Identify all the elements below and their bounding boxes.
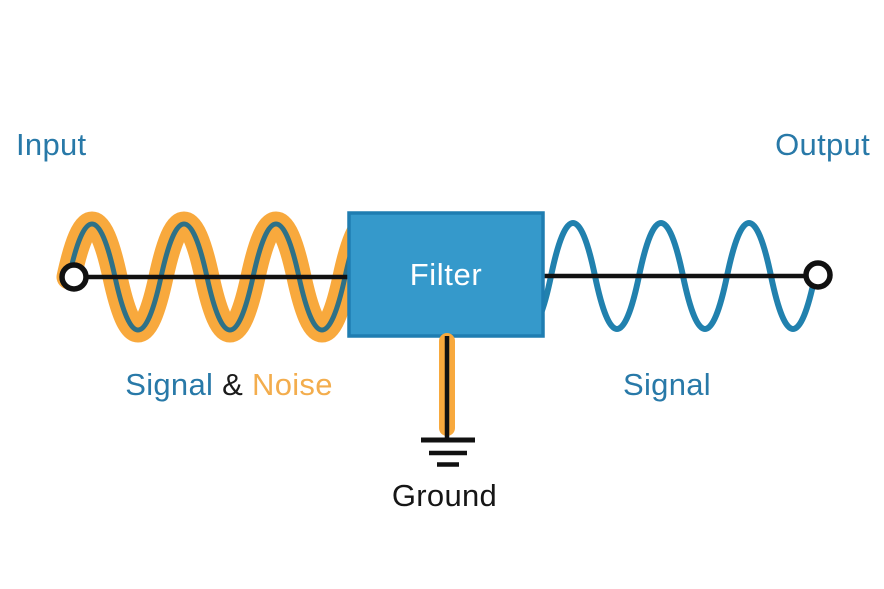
output-signal-wave	[504, 220, 818, 332]
signal-caption: Signal	[623, 367, 711, 402]
ground-symbol-icon	[421, 437, 475, 467]
input-signal-wave	[66, 221, 394, 333]
ground-label: Ground	[391, 478, 498, 513]
filter-label: Filter	[409, 256, 483, 292]
input-label: Input	[16, 127, 87, 162]
signal-word: Signal	[125, 367, 214, 402]
ampersand: &	[213, 367, 253, 402]
output-label: Output	[775, 127, 870, 162]
noise-word: Noise	[252, 367, 333, 402]
filter-box	[347, 211, 545, 338]
signal-and-noise-caption: Signal & Noise	[119, 367, 339, 403]
input-terminal	[59, 262, 89, 292]
output-terminal	[803, 260, 833, 290]
